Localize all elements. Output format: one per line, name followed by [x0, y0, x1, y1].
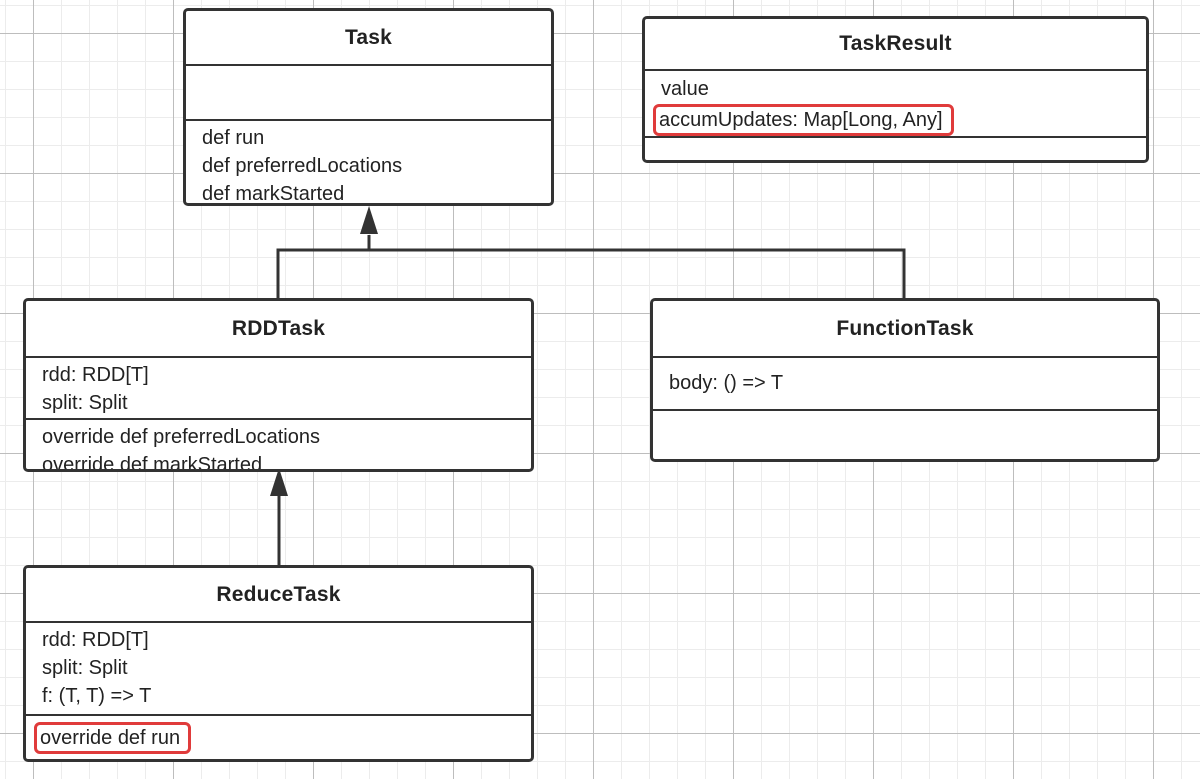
class-task-result-attributes: value accumUpdates: Map[Long, Any] [645, 69, 1146, 136]
task-method-run: def run [202, 127, 265, 149]
class-rdd-task-name: RDDTask [231, 316, 326, 340]
class-rdd-task-attributes: rdd: RDD[T] split: Split [26, 356, 531, 418]
class-function-task-attributes: body: () => T [653, 356, 1157, 409]
class-reduce-task-methods: override def run [26, 714, 531, 759]
rdd-task-attr-rdd: rdd: RDD[T] [42, 364, 149, 386]
class-rdd-task: RDDTask rdd: RDD[T] split: Split overrid… [23, 298, 534, 472]
class-task-methods: def run def preferredLocations def markS… [186, 119, 551, 203]
inheritance-rddtask-to-task [276, 235, 371, 300]
class-reduce-task-name: ReduceTask [216, 582, 341, 606]
inheritance-functiontask-to-task [369, 248, 906, 300]
task-method-preferred-locations: def preferredLocations [202, 155, 403, 177]
function-task-attr-body: body: () => T [669, 372, 784, 394]
class-task-attributes [186, 64, 551, 119]
inheritance-arrowhead-rddtask [270, 468, 288, 496]
class-task-result-name: TaskResult [839, 32, 952, 55]
task-result-attr-accum-updates-highlighted: accumUpdates: Map[Long, Any] [653, 104, 954, 136]
reduce-task-attr-split: split: Split [42, 657, 128, 679]
reduce-task-method-run-highlighted: override def run [34, 722, 192, 754]
class-function-task-methods [653, 409, 1157, 459]
reduce-task-attr-f: f: (T, T) => T [42, 685, 152, 707]
task-result-attr-value: value [661, 78, 709, 100]
class-task-name: Task [344, 25, 393, 49]
task-method-mark-started: def markStarted [202, 183, 345, 205]
rdd-task-method-mark-started: override def markStarted [42, 454, 263, 472]
inheritance-arrowhead-task [360, 206, 378, 234]
class-rdd-task-methods: override def preferredLocations override… [26, 418, 531, 469]
class-task: Task def run def preferredLocations def … [183, 8, 554, 206]
class-task-result-methods [645, 136, 1146, 160]
class-function-task-name: FunctionTask [836, 316, 974, 340]
class-reduce-task: ReduceTask rdd: RDD[T] split: Split f: (… [23, 565, 534, 762]
rdd-task-attr-split: split: Split [42, 392, 128, 414]
reduce-task-attr-rdd: rdd: RDD[T] [42, 629, 149, 651]
class-reduce-task-attributes: rdd: RDD[T] split: Split f: (T, T) => T [26, 621, 531, 714]
class-function-task: FunctionTask body: () => T [650, 298, 1160, 462]
class-task-result: TaskResult value accumUpdates: Map[Long,… [642, 16, 1149, 163]
rdd-task-method-preferred-locations: override def preferredLocations [42, 426, 320, 448]
